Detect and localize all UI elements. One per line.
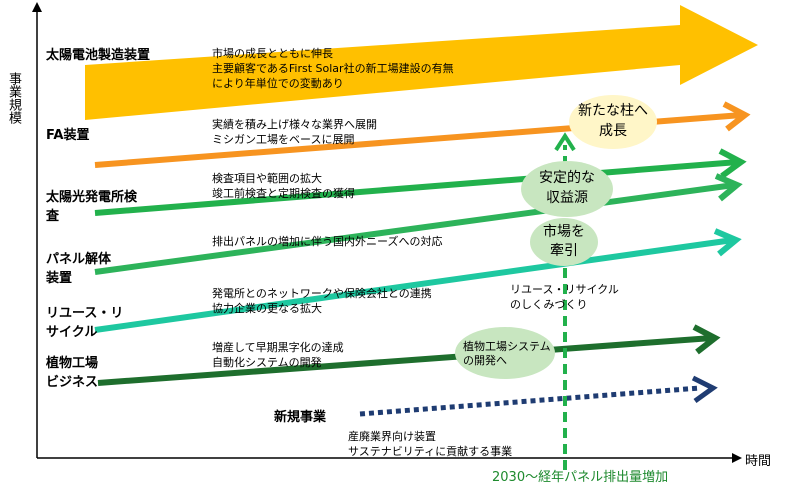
bubble-line: 市場を (543, 224, 585, 240)
x-axis-label: 時間 (745, 454, 772, 469)
bubble-new-pillar: 新たな柱へ 成長 (569, 101, 657, 141)
milestone-label: 2030〜経年パネル排出量増加 (492, 470, 669, 485)
desc-line: 排出パネルの増加に伴う国内外ニーズへの対応 (212, 235, 443, 248)
label-fa: FA装置 (46, 128, 90, 143)
milestone-arrowhead (554, 132, 576, 152)
desc-inspection: 検査項目や範囲の拡大 竣工前検査と定期検査の獲得 (212, 171, 355, 201)
bubble-lead-market-shape (530, 218, 598, 266)
desc-line: 竣工前検査と定期検査の獲得 (212, 187, 355, 200)
recycle-mechanism-note: リユース・リサイクル のしくみづくり (510, 282, 619, 312)
desc-dismantling: 排出パネルの増加に伴う国内外ニーズへの対応 (212, 234, 442, 249)
bubble-new-pillar-shape (569, 95, 657, 149)
bubble-line: の開発へ (463, 354, 507, 367)
arrow-recycle-head (713, 228, 742, 257)
label-recycle: リユース・リサイクル (46, 306, 124, 340)
note-line: のしくみづくり (510, 298, 588, 311)
bubble-line: 牽引 (550, 243, 578, 259)
arrow-plant-factory-line (97, 335, 713, 386)
desc-line: 市場の成長とともに伸長 (212, 47, 333, 60)
bubble-line: 安定的な (539, 170, 595, 186)
desc-new-business: 産廃業界向け装置 サステナビリティに貢献する事業 (348, 429, 512, 459)
bubble-stable-revenue: 安定的な 収益源 (521, 168, 613, 208)
desc-line: 発電所とのネットワークや保険会社との連携 (212, 287, 432, 300)
y-axis-arrowhead (32, 2, 42, 12)
desc-line: 主要顧客であるFirst Solar社の新工場建設の有無 (212, 62, 454, 75)
desc-line: 産廃業界向け装置 (348, 430, 436, 443)
desc-line: により年単位での変動あり (212, 77, 344, 90)
desc-line: 実績を積み上げ様々な業界へ展開 (212, 118, 377, 131)
desc-plant-factory: 増産して早期黒字化の達成 自動化システムの開発 (212, 340, 344, 370)
desc-line: 検査項目や範囲の拡大 (212, 172, 322, 185)
label-plant-factory: 植物工場ビジネス (46, 356, 99, 390)
arrow-inspection-head (718, 148, 747, 179)
arrow-new-business-head (691, 375, 718, 404)
note-line: リユース・リサイクル (510, 283, 619, 296)
bubble-line: 収益源 (546, 190, 588, 206)
bubble-stable-revenue-shape (521, 161, 613, 217)
arrow-plant-factory-head (692, 324, 721, 355)
desc-fa: 実績を積み上げ様々な業界へ展開 ミシガン工場をベースに展開 (212, 117, 377, 147)
arrow-new-business-line (359, 385, 701, 417)
label-new-business: 新規事業 (274, 410, 327, 425)
label-inspection: 太陽光発電所検査 (46, 190, 138, 224)
desc-line: 増産して早期黒字化の達成 (212, 341, 344, 354)
bubble-lead-market: 市場を 牽引 (530, 223, 598, 261)
label-dismantling: パネル解体装置 (46, 252, 112, 286)
y-axis-label: 事業規模 (6, 72, 21, 124)
desc-line: サステナビリティに貢献する事業 (348, 445, 513, 458)
arrow-recycle-line (94, 237, 734, 333)
arrow-inspection-line (94, 159, 739, 216)
bubble-line: 成長 (599, 123, 627, 139)
bubble-line: 新たな柱へ (578, 103, 648, 119)
desc-recycle: 発電所とのネットワークや保険会社との連携 協力企業の更なる拡大 (212, 286, 432, 316)
desc-line: 自動化システムの開発 (212, 356, 322, 369)
x-axis-arrowhead (732, 453, 742, 463)
label-solar-manufacturing: 太陽電池製造装置 (46, 48, 151, 63)
arrow-fa-head (722, 101, 751, 132)
bubble-plant-system: 植物工場システム の開発へ (455, 340, 563, 368)
desc-line: 協力企業の更なる拡大 (212, 302, 322, 315)
desc-solar-manufacturing: 市場の成長とともに伸長 主要顧客であるFirst Solar社の新工場建設の有無… (212, 46, 454, 91)
desc-line: ミシガン工場をベースに展開 (212, 133, 355, 146)
bubble-plant-system-shape (455, 327, 555, 379)
arrow-dismantling-line (94, 182, 735, 275)
bubble-line: 植物工場システム (463, 340, 551, 353)
arrow-solar-manufacturing (85, 5, 758, 120)
arrow-dismantling-head (714, 173, 743, 202)
